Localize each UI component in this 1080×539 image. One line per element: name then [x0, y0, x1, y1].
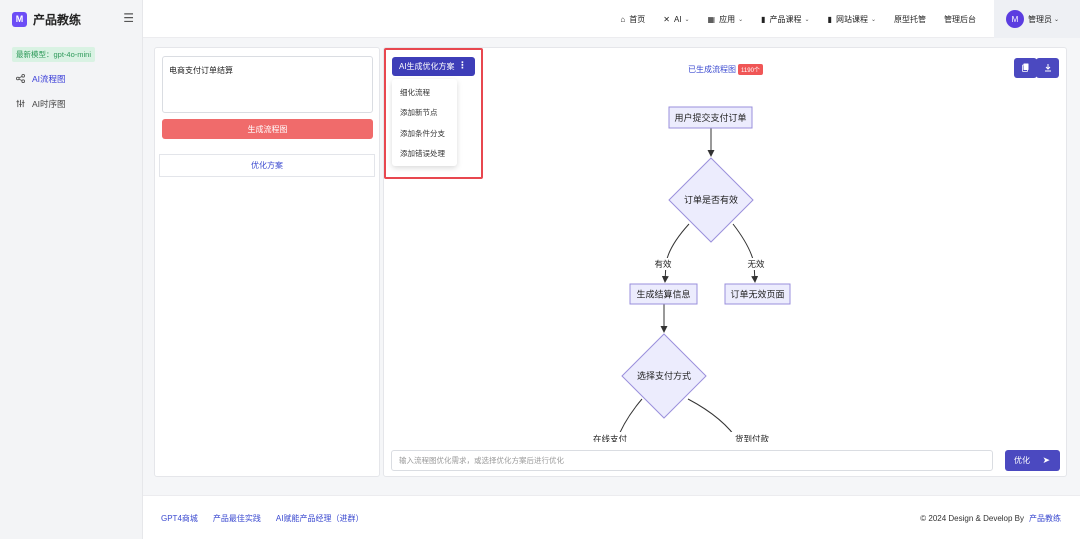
decision-label: 订单是否有效 — [684, 194, 738, 205]
optimization-input[interactable]: 输入流程图优化需求，或选择优化方案后进行优化 — [391, 450, 993, 471]
nav-label: 管理后台 — [944, 14, 976, 24]
edge-label-bg — [745, 258, 767, 270]
edge-label-bg — [731, 432, 773, 442]
generated-label: 已生成流程图 — [688, 65, 736, 74]
menu-item-add-branch[interactable]: 添加条件分支 — [400, 129, 445, 138]
dropdown-label: AI生成优化方案 — [399, 62, 455, 71]
node-label: 用户提交支付订单 — [674, 112, 746, 123]
top-nav: ⌂首页 ✕AI⌄ ▦应用⌄ ▮产品课程⌄ ▮网站课程⌄ 原型托管 管理后台 M … — [620, 0, 1080, 38]
grid-icon: ▦ — [707, 14, 716, 24]
edge-label-bg — [589, 432, 631, 442]
top-bar: ⌂首页 ✕AI⌄ ▦应用⌄ ▮产品课程⌄ ▮网站课程⌄ 原型托管 管理后台 M … — [143, 0, 1080, 38]
node-label: 订单无效页面 — [730, 289, 784, 300]
node-invalid-order-page[interactable] — [724, 283, 791, 305]
footer-link-best-practice[interactable]: 产品最佳实践 — [212, 514, 261, 523]
footer-link-gpt4-store[interactable]: GPT4商城 — [161, 514, 198, 523]
footer-link-ai-pm[interactable]: AI赋能产品经理（进群） — [275, 514, 364, 523]
nav-label: 首页 — [629, 14, 646, 24]
input-panel: 电商支付订单结算 生成流程图 优化方案 — [154, 47, 380, 477]
node-submit-order[interactable] — [668, 106, 753, 129]
sidebar-item-ai-sequence[interactable]: AI时序图 — [16, 98, 66, 110]
chevron-down-icon: ⌄ — [804, 16, 810, 23]
nav-label: 网站课程 — [835, 14, 868, 24]
brand-name: 产品教练 — [33, 12, 82, 27]
model-badge: 最新模型：gpt-4o-mini — [12, 47, 96, 62]
nav-ai[interactable]: ✕AI⌄ — [663, 15, 689, 24]
copy-button[interactable] — [1014, 58, 1037, 78]
share-icon — [16, 73, 26, 85]
tools-icon: ✕ — [663, 14, 670, 24]
chevron-down-icon: ⌄ — [738, 16, 744, 23]
node-label: 生成结算信息 — [636, 289, 690, 300]
copyright: © 2024 Design & Develop By 产品教练 — [920, 513, 1061, 524]
count-badge: 1190个 — [738, 64, 763, 75]
sidebar: M 产品教练 ☰ 最新模型：gpt-4o-mini AI流程图 AI时序图 — [0, 0, 143, 539]
sidebar-item-ai-flowchart[interactable]: AI流程图 — [16, 73, 66, 85]
user-name: 管理员 — [1028, 14, 1052, 24]
nav-web-course[interactable]: ▮网站课程⌄ — [828, 14, 876, 25]
optimize-button[interactable]: 优化 ➤ — [1005, 450, 1060, 471]
nav-home[interactable]: ⌂首页 — [620, 14, 645, 25]
book-icon: ▮ — [827, 14, 832, 24]
send-icon: ➤ — [1042, 455, 1050, 465]
nav-label: AI — [673, 14, 682, 24]
optimize-label: 优化 — [1014, 456, 1030, 465]
edge-valid — [661, 223, 690, 283]
brand-logo: M — [12, 11, 27, 27]
chevron-down-icon: ⌄ — [1054, 16, 1060, 23]
sidebar-item-label: AI流程图 — [32, 74, 66, 84]
chevron-down-icon: ⌄ — [870, 16, 876, 23]
edge-label-bg — [652, 258, 674, 270]
copyright-brand-link[interactable]: 产品教练 — [1029, 514, 1061, 523]
book-icon: ▮ — [761, 14, 766, 24]
sliders-icon — [16, 99, 26, 110]
generated-count: 已生成流程图 1190个 — [688, 64, 763, 75]
ai-optimize-dropdown-button[interactable]: AI生成优化方案 ⋮ — [392, 57, 475, 76]
tab-optimization-plan[interactable]: 优化方案 — [159, 154, 375, 177]
menu-item-refine-flow[interactable]: 细化流程 — [400, 88, 430, 97]
requirement-textarea[interactable]: 电商支付订单结算 — [162, 56, 373, 113]
hamburger-menu-icon[interactable]: ☰ — [123, 11, 134, 25]
nav-apps[interactable]: ▦应用⌄ — [708, 14, 744, 25]
generate-flowchart-button[interactable]: 生成流程图 — [162, 119, 373, 139]
menu-item-add-error-handling[interactable]: 添加错误处理 — [400, 149, 445, 158]
more-vertical-icon: ⋮ — [458, 60, 467, 70]
nav-label: 应用 — [719, 14, 736, 24]
flowchart-panel: AI生成优化方案 ⋮ 细化流程 添加新节点 添加条件分支 添加错误处理 已生成流… — [383, 47, 1067, 477]
brand[interactable]: M 产品教练 ☰ — [12, 9, 134, 29]
decision-order-valid[interactable] — [668, 157, 754, 243]
chevron-down-icon: ⌄ — [684, 16, 690, 23]
download-icon — [1044, 63, 1052, 74]
copyright-text: © 2024 Design & Develop By — [920, 514, 1024, 523]
ai-optimize-dropdown-menu: 细化流程 添加新节点 添加条件分支 添加错误处理 — [392, 79, 457, 166]
decision-payment-method[interactable] — [621, 333, 707, 419]
nav-label: 原型托管 — [894, 14, 926, 24]
flowchart-canvas: 用户提交支付订单 订单是否有效 有效 无效 生成结算信息 订单无效页面 选择支付… — [384, 88, 1068, 442]
input-placeholder: 输入流程图优化需求，或选择优化方案后进行优化 — [399, 456, 564, 465]
edge-label-invalid: 无效 — [747, 259, 765, 269]
footer-links: GPT4商城 产品最佳实践 AI赋能产品经理（进群） — [161, 513, 378, 524]
user-menu[interactable]: M 管理员 ⌄ — [994, 0, 1080, 38]
flowchart-svg: 用户提交支付订单 订单是否有效 有效 无效 生成结算信息 订单无效页面 选择支付… — [589, 106, 791, 442]
menu-item-add-node[interactable]: 添加新节点 — [400, 108, 438, 117]
edge-label-valid: 有效 — [654, 259, 672, 269]
avatar: M — [1006, 10, 1024, 28]
edge-label-cod: 货到付款 — [735, 434, 770, 442]
sidebar-item-label: AI时序图 — [32, 99, 66, 109]
node-generate-settlement[interactable] — [629, 283, 698, 305]
nav-admin[interactable]: 管理后台 — [944, 14, 976, 25]
home-icon: ⌂ — [620, 14, 626, 24]
nav-prototype-hosting[interactable]: 原型托管 — [894, 14, 926, 25]
decision-label: 选择支付方式 — [637, 370, 691, 381]
download-button[interactable] — [1036, 58, 1059, 78]
nav-product-course[interactable]: ▮产品课程⌄ — [761, 14, 809, 25]
footer: GPT4商城 产品最佳实践 AI赋能产品经理（进群） © 2024 Design… — [143, 495, 1080, 539]
edge-label-online: 在线支付 — [593, 434, 628, 442]
nav-label: 产品课程 — [769, 14, 802, 24]
edge-invalid — [732, 223, 759, 283]
copy-icon — [1021, 63, 1030, 74]
